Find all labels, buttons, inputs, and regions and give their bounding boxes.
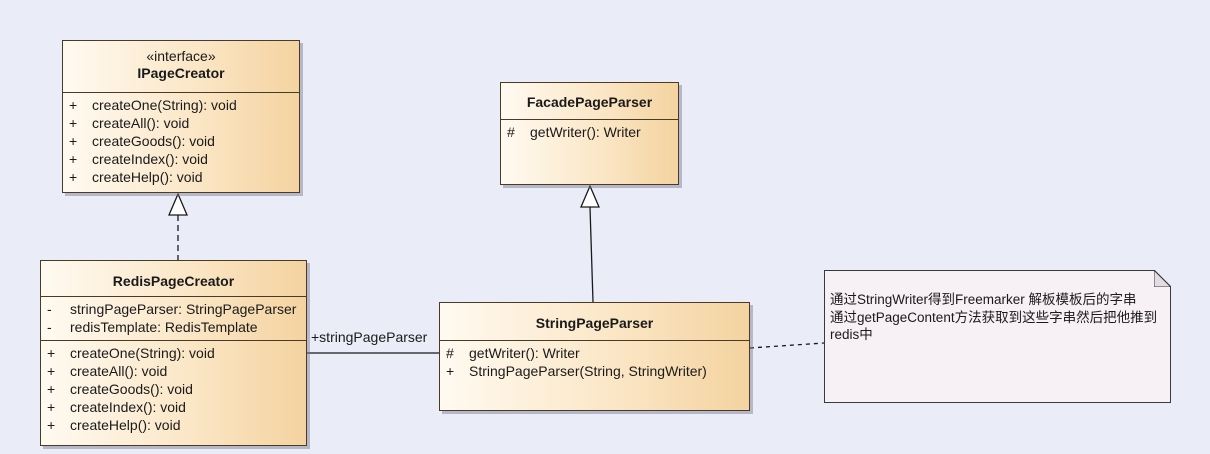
method-row: + createGoods(): void xyxy=(41,380,306,398)
visibility-marker: + xyxy=(69,115,78,131)
method-signature: getWriter(): Writer xyxy=(530,124,641,140)
visibility-marker: + xyxy=(446,363,455,379)
visibility-marker: - xyxy=(47,301,52,317)
class-header: RedisPageCreator xyxy=(41,261,306,297)
method-row: + StringPageParser(String, StringWriter) xyxy=(440,362,749,380)
methods-section: # getWriter(): Writer + StringPageParser(S… xyxy=(440,341,749,384)
visibility-marker: + xyxy=(69,169,78,185)
note-anchor-line xyxy=(749,342,825,349)
method-signature: createIndex(): void xyxy=(92,151,208,167)
method-signature: StringPageParser(String, StringWriter) xyxy=(469,363,707,379)
note-line: 通过getPageContent方法获取到这些字串然后把他推到 xyxy=(830,309,1158,325)
generalization-line xyxy=(589,206,594,303)
class-header: StringPageParser xyxy=(440,303,749,341)
class-redispagecreator[interactable]: RedisPageCreator - stringPageParser: Stri… xyxy=(40,260,307,446)
method-signature: createIndex(): void xyxy=(70,399,186,415)
method-signature: createAll(): void xyxy=(92,115,190,131)
visibility-marker: # xyxy=(446,345,454,361)
class-facadepageparser[interactable]: FacadePageParser # getWriter(): Writer xyxy=(500,82,679,185)
visibility-marker: # xyxy=(507,124,515,140)
methods-section: + createOne(String): void + createAll(): v… xyxy=(41,340,306,438)
method-signature: createHelp(): void xyxy=(70,417,181,433)
method-row: + createGoods(): void xyxy=(63,132,299,150)
methods-section: # getWriter(): Writer xyxy=(501,120,678,145)
method-row: + createIndex(): void xyxy=(63,150,299,168)
generalization-arrowhead xyxy=(580,184,600,208)
method-row: + createHelp(): void xyxy=(63,168,299,186)
visibility-marker: + xyxy=(47,417,56,433)
method-signature: createAll(): void xyxy=(70,363,168,379)
method-signature: createOne(String): void xyxy=(70,345,215,361)
attribute-row: - stringPageParser: StringPageParser xyxy=(41,300,306,318)
visibility-marker: + xyxy=(47,399,56,415)
attributes-section: - stringPageParser: StringPageParser - red… xyxy=(41,297,306,340)
note[interactable]: 通过StringWriter得到Freemarker 解板模板后的字串 通过ge… xyxy=(824,270,1171,403)
class-header: FacadePageParser xyxy=(501,83,678,120)
class-name: IPageCreator xyxy=(137,65,225,81)
note-line: 通过StringWriter得到Freemarker 解板模板后的字串 xyxy=(830,292,1137,307)
method-row: + createAll(): void xyxy=(63,114,299,132)
visibility-marker: + xyxy=(69,151,78,167)
visibility-marker: + xyxy=(69,133,78,149)
class-name: RedisPageCreator xyxy=(112,273,235,289)
visibility-marker: - xyxy=(47,319,52,335)
class-ipagecreator[interactable]: «interface» IPageCreator + createOne(Stri… xyxy=(62,40,300,193)
attribute-signature: stringPageParser: StringPageParser xyxy=(70,301,297,317)
visibility-marker: + xyxy=(47,345,56,361)
class-name: StringPageParser xyxy=(535,315,654,331)
visibility-marker: + xyxy=(69,97,78,113)
method-signature: createOne(String): void xyxy=(92,97,237,113)
method-signature: getWriter(): Writer xyxy=(469,345,580,361)
method-row: + createOne(String): void xyxy=(63,96,299,114)
class-stringpageparser[interactable]: StringPageParser # getWriter(): Writer + S… xyxy=(439,302,750,411)
visibility-marker: + xyxy=(47,381,56,397)
method-signature: createGoods(): void xyxy=(92,133,215,149)
method-row: # getWriter(): Writer xyxy=(501,123,678,141)
visibility-marker: + xyxy=(47,363,56,379)
stereotype-label: «interface» xyxy=(146,48,216,64)
class-name: FacadePageParser xyxy=(526,94,653,110)
note-line: redis中 xyxy=(830,327,873,342)
methods-section: + createOne(String): void + createAll(): v… xyxy=(63,93,299,190)
attribute-signature: redisTemplate: RedisTemplate xyxy=(70,319,258,335)
association-role-label: +stringPageParser xyxy=(311,329,428,345)
note-text: 通过StringWriter得到Freemarker 解板模板后的字串 通过ge… xyxy=(825,271,1170,344)
realization-arrowhead xyxy=(168,192,188,216)
method-row: + createAll(): void xyxy=(41,362,306,380)
attribute-row: - redisTemplate: RedisTemplate xyxy=(41,318,306,336)
method-row: # getWriter(): Writer xyxy=(440,344,749,362)
class-header: «interface» IPageCreator xyxy=(63,41,299,93)
method-signature: createGoods(): void xyxy=(70,381,193,397)
method-row: + createOne(String): void xyxy=(41,344,306,362)
method-signature: createHelp(): void xyxy=(92,169,203,185)
method-row: + createIndex(): void xyxy=(41,398,306,416)
method-row: + createHelp(): void xyxy=(41,416,306,434)
